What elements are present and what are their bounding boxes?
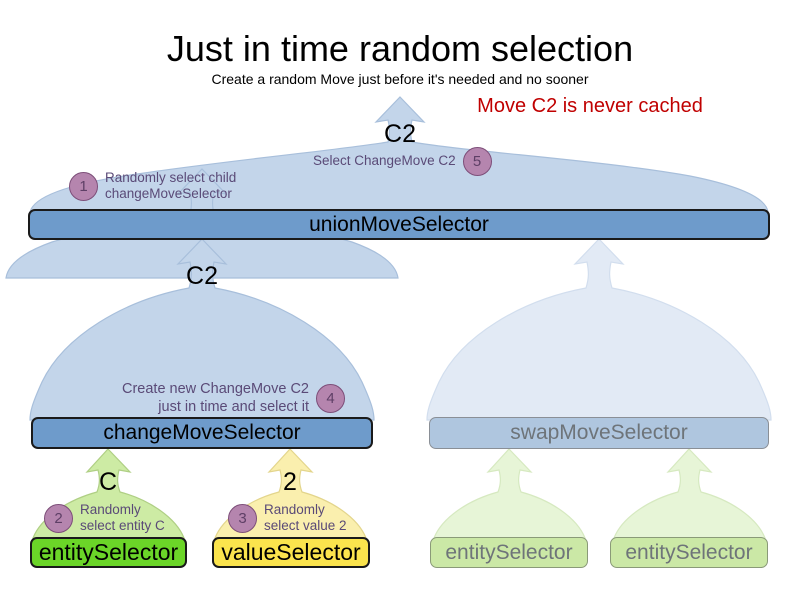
arrow-swap-dome xyxy=(426,238,772,421)
step-badge-5: 5 xyxy=(462,147,492,176)
step-annotation-3: 3 Randomly select value 2 xyxy=(228,502,347,535)
step-text-1: Randomly select child changeMoveSelector xyxy=(105,170,237,202)
step-badge-2: 2 xyxy=(44,503,73,533)
arrow-swap-entity-right xyxy=(613,448,766,539)
step-badge-1: 1 xyxy=(69,171,98,201)
node-union-move-selector[interactable]: unionMoveSelector xyxy=(28,209,770,240)
step-annotation-4: 4 Create new ChangeMove C2 just in time … xyxy=(122,381,345,416)
node-entity-selector[interactable]: entitySelector xyxy=(30,537,187,568)
flow-label-top-move: C2 xyxy=(384,120,416,148)
node-swap-entity-selector-right[interactable]: entitySelector xyxy=(610,537,768,568)
warning-note: Move C2 is never cached xyxy=(477,95,703,117)
step-text-3: Randomly select value 2 xyxy=(264,502,347,534)
step-text-2: Randomly select entity C xyxy=(80,502,165,534)
page-title: Just in time random selection xyxy=(166,28,634,69)
flow-label-entity-value: C xyxy=(98,468,118,496)
step-annotation-5: 5 Select ChangeMove C2 xyxy=(313,147,492,176)
step-badge-3: 3 xyxy=(228,503,257,533)
node-swap-entity-selector-left[interactable]: entitySelector xyxy=(430,537,588,568)
node-value-selector[interactable]: valueSelector xyxy=(212,537,370,568)
node-swap-move-selector[interactable]: swapMoveSelector xyxy=(429,417,769,449)
step-badge-4: 4 xyxy=(316,384,345,414)
step-annotation-1: 1 Randomly select child changeMoveSelect… xyxy=(69,170,236,203)
node-change-move-selector[interactable]: changeMoveSelector xyxy=(31,417,373,449)
flow-label-change-move: C2 xyxy=(186,262,218,290)
arrow-swap-entity-left xyxy=(433,448,586,539)
flow-label-value-value: 2 xyxy=(283,468,297,496)
page-subtitle: Create a random Move just before it's ne… xyxy=(211,71,589,87)
step-text-4: Create new ChangeMove C2 just in time an… xyxy=(122,381,309,415)
step-annotation-2: 2 Randomly select entity C xyxy=(44,502,165,535)
step-text-5: Select ChangeMove C2 xyxy=(313,153,456,169)
